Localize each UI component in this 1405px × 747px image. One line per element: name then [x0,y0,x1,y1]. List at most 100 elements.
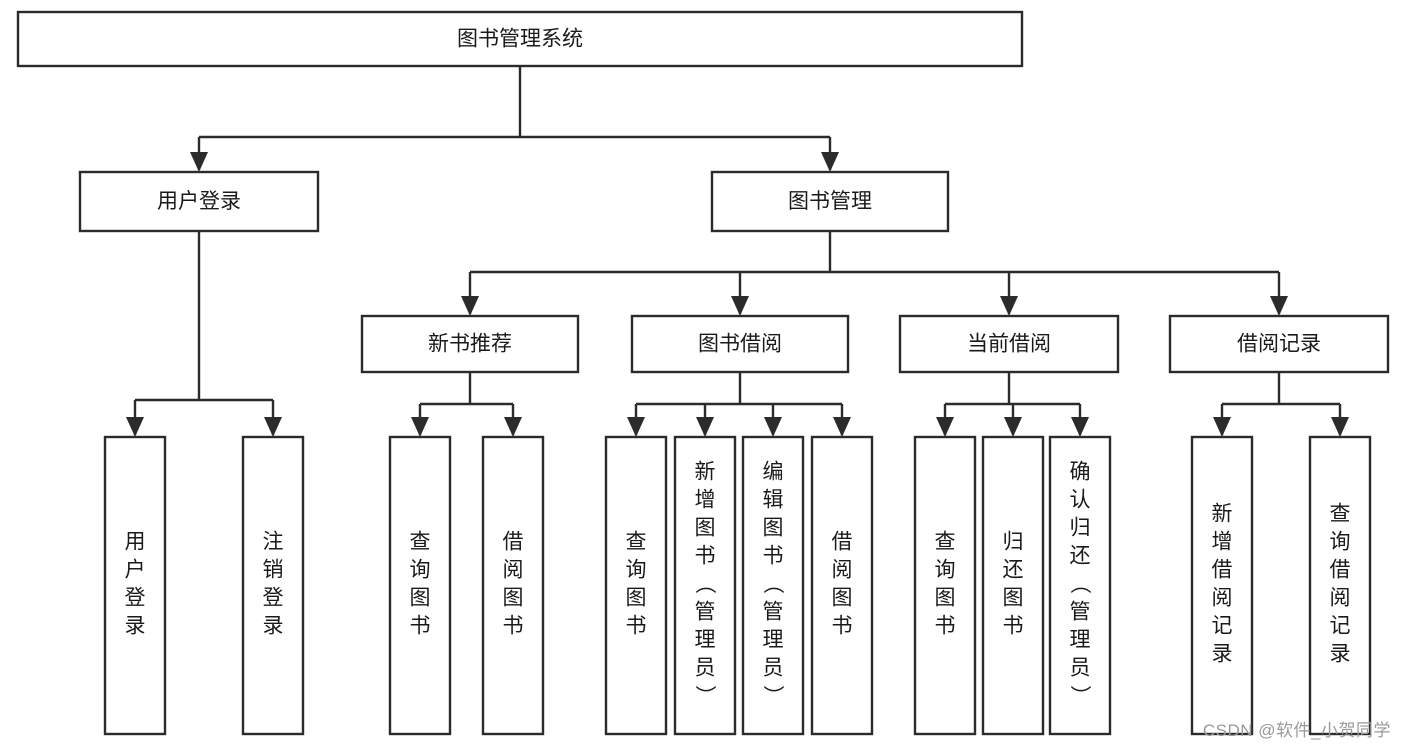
svg-text:询: 询 [1330,531,1351,554]
svg-text:还: 还 [1070,545,1091,568]
svg-text:书: 书 [503,615,524,638]
leaf-user-login-0[interactable]: 用户登录 [103,435,167,736]
svg-text:）: ） [761,685,784,706]
group-node-1[interactable]: 图书借阅 [630,314,850,374]
svg-text:书: 书 [763,545,784,568]
arrow-head-icon [1331,417,1349,437]
svg-text:录: 录 [1212,643,1233,666]
svg-text:登: 登 [263,587,284,610]
svg-text:图: 图 [626,587,647,610]
svg-text:图: 图 [935,587,956,610]
svg-text:录: 录 [1330,643,1351,666]
svg-text:书: 书 [832,615,853,638]
svg-text:新: 新 [695,461,716,484]
arrow-head-icon [1213,417,1231,437]
arrow-head-icon [821,152,839,172]
svg-text:询: 询 [935,559,956,582]
svg-text:书: 书 [410,615,431,638]
svg-text:归: 归 [1003,531,1024,554]
arrow-head-icon [1004,417,1022,437]
svg-text:）: ） [1068,685,1091,706]
arrow-head-icon [1071,417,1089,437]
svg-text:增: 增 [1212,531,1233,554]
svg-text:增: 增 [695,489,716,512]
svg-text:理: 理 [695,629,716,652]
svg-text:录: 录 [125,615,146,638]
svg-text:图: 图 [410,587,431,610]
svg-text:记: 记 [1212,615,1233,638]
svg-text:查: 查 [1330,503,1351,526]
svg-text:管: 管 [1070,601,1091,624]
node-user-login[interactable]: 用户登录 [78,170,320,233]
svg-text:录: 录 [263,615,284,638]
arrow-head-icon [411,417,429,437]
node-label: 新书推荐 [428,333,512,356]
svg-text:编: 编 [763,461,784,484]
svg-text:借: 借 [1212,559,1233,582]
node-label: 用户登录 [125,531,146,638]
arrow-head-icon [264,417,282,437]
svg-text:）: ） [693,685,716,706]
arrow-head-icon [627,417,645,437]
svg-text:查: 查 [935,531,956,554]
arrow-head-icon [764,417,782,437]
svg-text:图: 图 [763,517,784,540]
svg-text:新: 新 [1212,503,1233,526]
svg-text:图: 图 [695,517,716,540]
svg-text:户: 户 [125,559,146,582]
svg-text:借: 借 [503,531,524,554]
svg-text:图: 图 [503,587,524,610]
svg-text:借: 借 [832,531,853,554]
node-label: 当前借阅 [967,333,1051,356]
svg-text:登: 登 [125,587,146,610]
svg-text:书: 书 [626,615,647,638]
svg-text:管: 管 [763,601,784,624]
svg-text:注: 注 [263,531,284,554]
svg-text:查: 查 [410,531,431,554]
group-node-0[interactable]: 新书推荐 [360,314,580,374]
svg-text:借: 借 [1330,559,1351,582]
svg-text:归: 归 [1070,517,1091,540]
svg-text:（: （ [1068,573,1091,594]
svg-text:用: 用 [125,531,146,554]
node-book-management[interactable]: 图书管理 [710,170,950,233]
arrow-head-icon [731,296,749,316]
svg-text:询: 询 [626,559,647,582]
svg-text:（: （ [693,573,716,594]
arrow-head-icon [126,417,144,437]
group-node-2[interactable]: 当前借阅 [898,314,1120,374]
svg-text:认: 认 [1070,489,1091,512]
arrow-head-icon [833,417,851,437]
svg-text:记: 记 [1330,615,1351,638]
svg-text:员: 员 [763,657,784,680]
svg-text:阅: 阅 [503,559,524,582]
root-node-book-management-system[interactable]: 图书管理系统 [16,10,1024,68]
svg-text:理: 理 [1070,629,1091,652]
node-label: 用户登录 [157,190,241,213]
group-node-3[interactable]: 借阅记录 [1168,314,1390,374]
svg-text:阅: 阅 [832,559,853,582]
